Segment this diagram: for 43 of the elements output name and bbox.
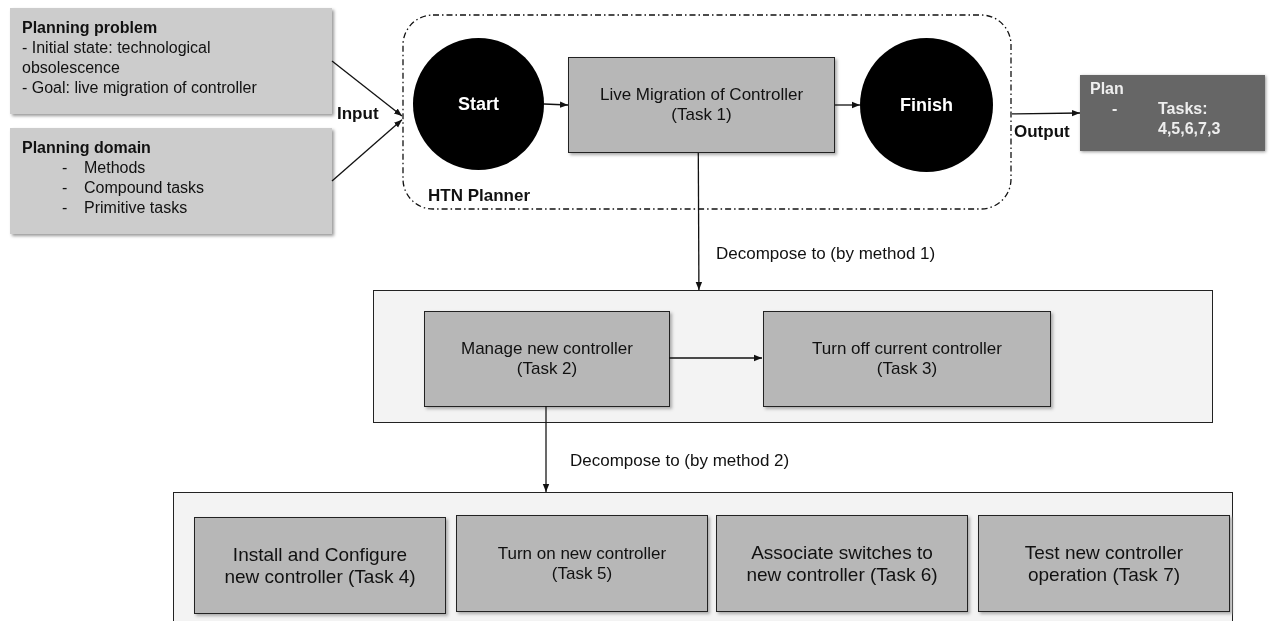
heading: Plan	[1090, 79, 1125, 99]
text-line: - Initial state: technological obsolescence	[22, 38, 212, 78]
task-text: Turn on new controller (Task 5)	[496, 543, 668, 584]
method-container	[373, 290, 1213, 423]
task-box	[763, 311, 1051, 407]
task-box	[978, 515, 1230, 612]
arrow	[331, 60, 403, 117]
container-title: HTN Planner	[428, 186, 531, 206]
list-item: - Primitive tasks	[61, 198, 189, 218]
arrow	[331, 119, 403, 182]
circle-label: Finish	[900, 94, 953, 116]
input-box	[10, 8, 332, 114]
task-box	[424, 311, 670, 407]
task-text: Install and Configure new controller (Task 4)	[223, 543, 417, 588]
task-box	[716, 515, 968, 612]
edge-label: Input	[337, 104, 379, 124]
task-box	[456, 515, 708, 612]
method-container	[173, 492, 1233, 621]
arrow	[834, 101, 861, 109]
input-box	[10, 128, 332, 234]
task-box	[568, 57, 835, 153]
circle-label: Start	[458, 93, 499, 115]
task-text: Associate switches to new controller (Task 6)	[745, 541, 939, 586]
task-text: Turn off current controller (Task 3)	[811, 339, 1003, 379]
list-item: - Tasks: 4,5,6,7,3	[1111, 99, 1222, 139]
output-box	[1080, 75, 1265, 151]
arrow	[543, 101, 569, 108]
task-text: Test new controller operation (Task 7)	[1023, 541, 1185, 586]
list-item: - Compound tasks	[61, 178, 206, 198]
heading: Planning problem	[22, 18, 159, 38]
arrow	[542, 405, 550, 493]
heading: Planning domain	[22, 138, 152, 158]
task-box	[194, 517, 446, 614]
edge-label: Output	[1014, 122, 1070, 142]
arrow	[1011, 109, 1081, 117]
edge-label: Decompose to (by method 1)	[716, 244, 936, 264]
arrow	[668, 354, 763, 362]
task-text: Manage new controller (Task 2)	[460, 339, 634, 379]
list-item: - Methods	[61, 158, 147, 178]
text-line: - Goal: live migration of controller	[22, 78, 258, 98]
task-text: Live Migration of Controller (Task 1)	[598, 85, 805, 125]
arrow	[695, 152, 703, 291]
edge-label: Decompose to (by method 2)	[570, 451, 790, 471]
